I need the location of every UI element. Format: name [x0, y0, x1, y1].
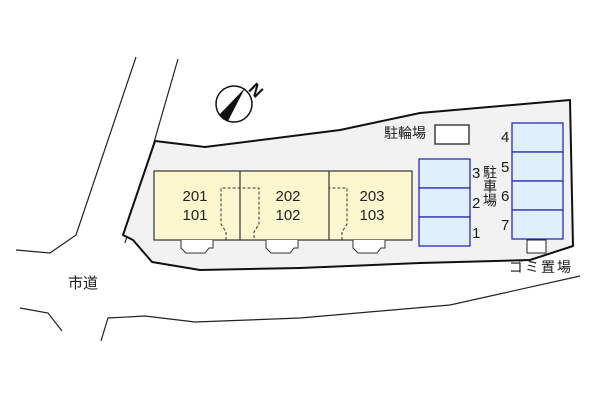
unit-label-2: 202 102: [263, 187, 313, 225]
parking-number: 1: [472, 225, 481, 242]
parking-block-right: [511, 122, 564, 240]
bicycle-parking-label: 駐輪場: [384, 126, 426, 142]
unit-upper: 201: [182, 188, 208, 205]
road-label: 市道: [68, 274, 99, 292]
north-arrow-icon: N: [215, 79, 267, 123]
garbage-area: [526, 239, 547, 254]
parking-number: 3: [472, 165, 481, 182]
parking-number: 6: [501, 188, 510, 205]
bicycle-parking-area: [434, 124, 470, 145]
parking-number: 4: [501, 129, 510, 146]
unit-lower: 102: [275, 207, 301, 224]
parking-number: 2: [472, 195, 481, 212]
parking-number: 7: [501, 217, 510, 234]
parking-label: 駐車場: [481, 165, 497, 207]
unit-label-3: 203 103: [347, 187, 397, 225]
unit-upper: 203: [359, 188, 385, 205]
parking-number: 5: [501, 159, 510, 176]
parking-block-left: [418, 158, 471, 247]
building: [153, 170, 413, 254]
unit-lower: 103: [359, 207, 385, 224]
unit-upper: 202: [275, 188, 301, 205]
unit-label-1: 201 101: [170, 187, 220, 225]
garbage-area-label: ゴミ置場: [509, 260, 573, 276]
unit-lower: 101: [182, 207, 208, 224]
